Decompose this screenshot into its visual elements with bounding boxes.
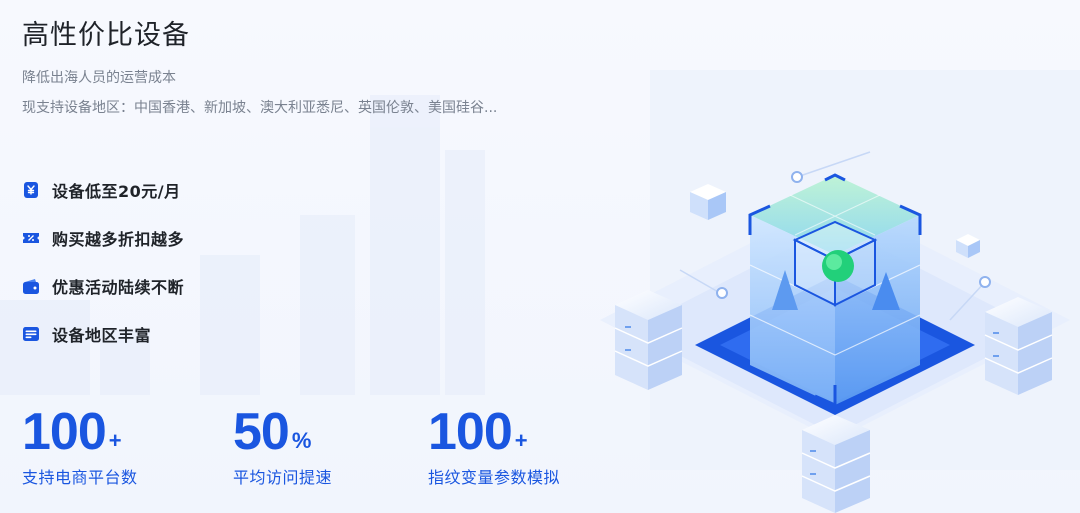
server-stack-right xyxy=(984,297,1053,395)
feature-label: 购买越多折扣越多 xyxy=(52,230,185,249)
connection-lines xyxy=(679,151,991,321)
page-title: 高性价比设备 xyxy=(22,20,190,51)
stat-suffix: + xyxy=(108,428,122,453)
server-cube-illustration xyxy=(600,151,1070,513)
server-stack-bottom xyxy=(801,415,871,513)
server-list-icon xyxy=(22,325,40,343)
stat-label: 支持电商平台数 xyxy=(22,468,138,487)
stat-label: 指纹变量参数模拟 xyxy=(428,468,561,487)
feature-label: 优惠活动陆续不断 xyxy=(52,278,185,297)
feature-item-promotion: 优惠活动陆续不断 xyxy=(22,272,184,300)
server-stack-left xyxy=(614,290,683,390)
yen-card-icon xyxy=(22,181,40,199)
stat-suffix: % xyxy=(291,428,312,453)
feature-label: 设备地区丰富 xyxy=(52,326,152,345)
feature-item-discount: 购买越多折扣越多 xyxy=(22,224,184,252)
page-subtitle: 降低出海人员的运营成本 xyxy=(22,70,176,86)
stat-platforms: 100 + 支持电商平台数 xyxy=(22,400,233,488)
feature-item-price: 设备低至20元/月 xyxy=(22,176,184,204)
supported-regions: 现支持设备地区：中国香港、新加坡、澳大利亚悉尼、英国伦敦、美国硅谷... xyxy=(22,100,498,116)
feature-label: 设备低至20元/月 xyxy=(52,182,181,201)
stat-label: 平均访问提速 xyxy=(233,468,333,487)
stat-fingerprint: 100 + 指纹变量参数模拟 xyxy=(428,400,648,488)
wallet-icon xyxy=(22,277,40,295)
discount-ticket-icon xyxy=(22,229,40,247)
glass-cube xyxy=(748,173,922,408)
stat-suffix: + xyxy=(514,428,528,453)
stats-row: 100 + 支持电商平台数 50 % 平均访问提速 100 + 指纹变量参数模拟 xyxy=(22,400,648,488)
stat-value: 100 xyxy=(428,403,513,461)
floating-cube-right xyxy=(956,234,980,258)
feature-list: 设备低至20元/月 购买越多折扣越多 优惠活动陆续不断 xyxy=(22,176,184,368)
header: 高性价比设备 降低出海人员的运营成本 现支持设备地区：中国香港、新加坡、澳大利亚… xyxy=(22,18,497,118)
stat-value: 50 xyxy=(233,403,290,461)
floating-cube-left xyxy=(690,184,726,220)
feature-item-regions: 设备地区丰富 xyxy=(22,320,184,348)
stat-speedup: 50 % 平均访问提速 xyxy=(233,400,428,488)
stat-value: 100 xyxy=(22,403,107,461)
